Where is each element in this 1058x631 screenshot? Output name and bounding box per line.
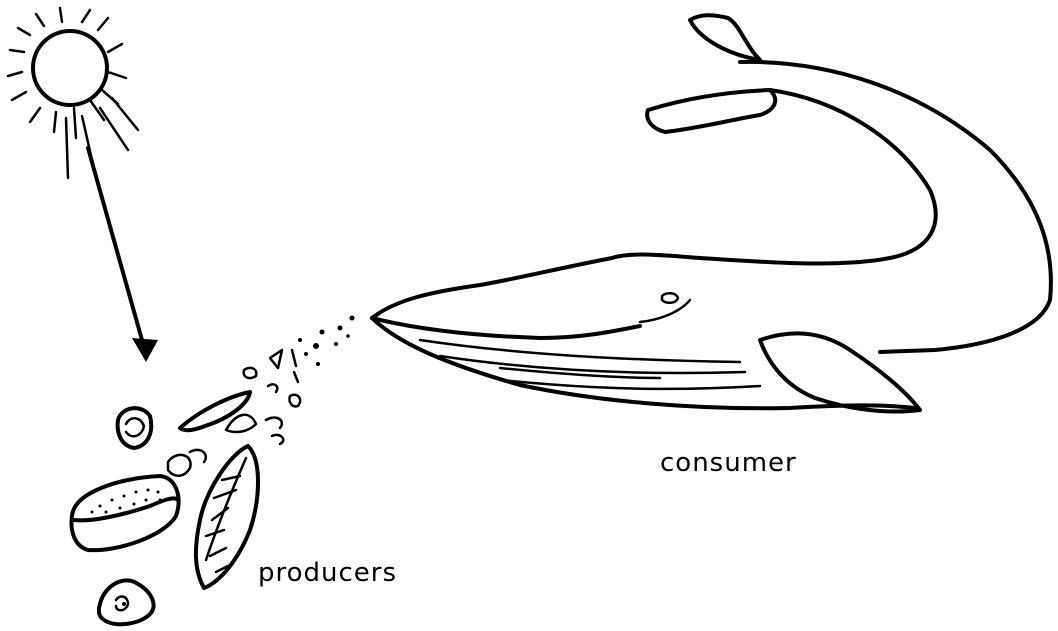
producers-label: producers — [258, 558, 397, 588]
energy-arrow — [88, 148, 158, 362]
sun-icon — [8, 8, 138, 178]
consumer-label: consumer — [660, 448, 797, 478]
whale-illustration — [298, 15, 1051, 411]
